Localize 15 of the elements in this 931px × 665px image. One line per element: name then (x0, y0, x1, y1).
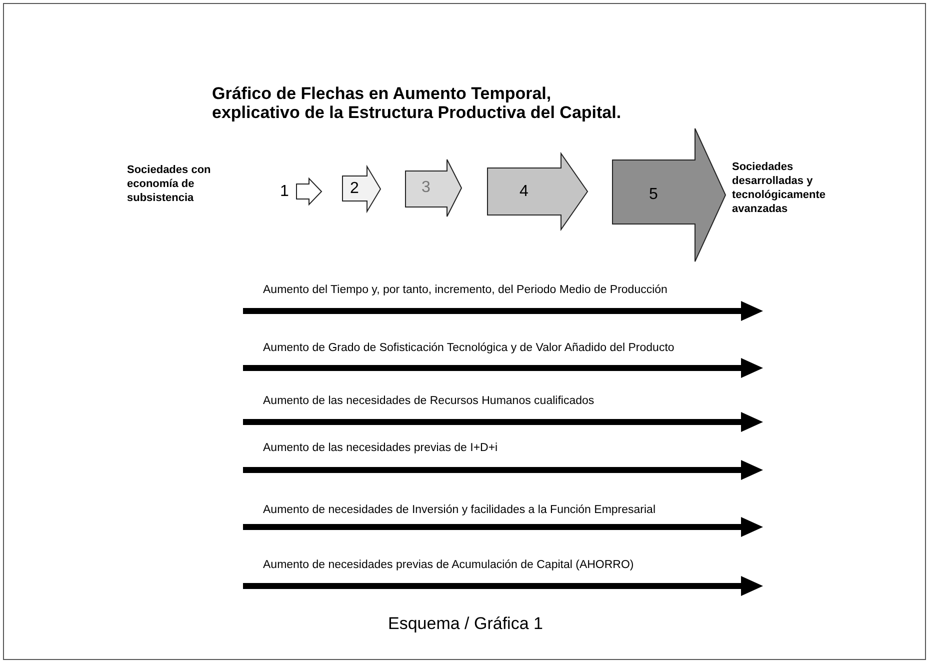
arrow-label: Aumento de las necesidades de Recursos Humanos cualificados (263, 394, 594, 408)
arrow-label: Aumento de las necesidades previas de I+D+i (263, 441, 498, 455)
step-number: 5 (648, 186, 659, 204)
side-label: Sociedades con economía de subsistencia (127, 163, 212, 205)
arrow-label: Aumento de necesidades de Inversión y facilidades a la Función Empresarial (263, 503, 656, 517)
arrow-label: Aumento de necesidades previas de Acumulación de Capital (AHORRO) (263, 558, 634, 572)
step-number: 1 (280, 182, 289, 200)
diagram-title: Gráfico de Flechas en Aumento Temporal, explicativo de la Estructura Productiva del Capital. (212, 84, 622, 122)
arrow-label: Aumento de Grado de Sofisticación Tecnológica y de Valor Añadido del Producto (263, 341, 674, 355)
step-number: 2 (349, 180, 360, 198)
figure-caption: Esquema / Gráfica 1 (388, 614, 543, 634)
step-number: 3 (420, 179, 432, 197)
step-number: 4 (518, 182, 530, 200)
side-label: Sociedades desarrolladas y tecnológicamente avanzadas (732, 160, 827, 216)
arrow-label: Aumento del Tiempo y, por tanto, incremento, del Periodo Medio de Producción (263, 283, 668, 297)
